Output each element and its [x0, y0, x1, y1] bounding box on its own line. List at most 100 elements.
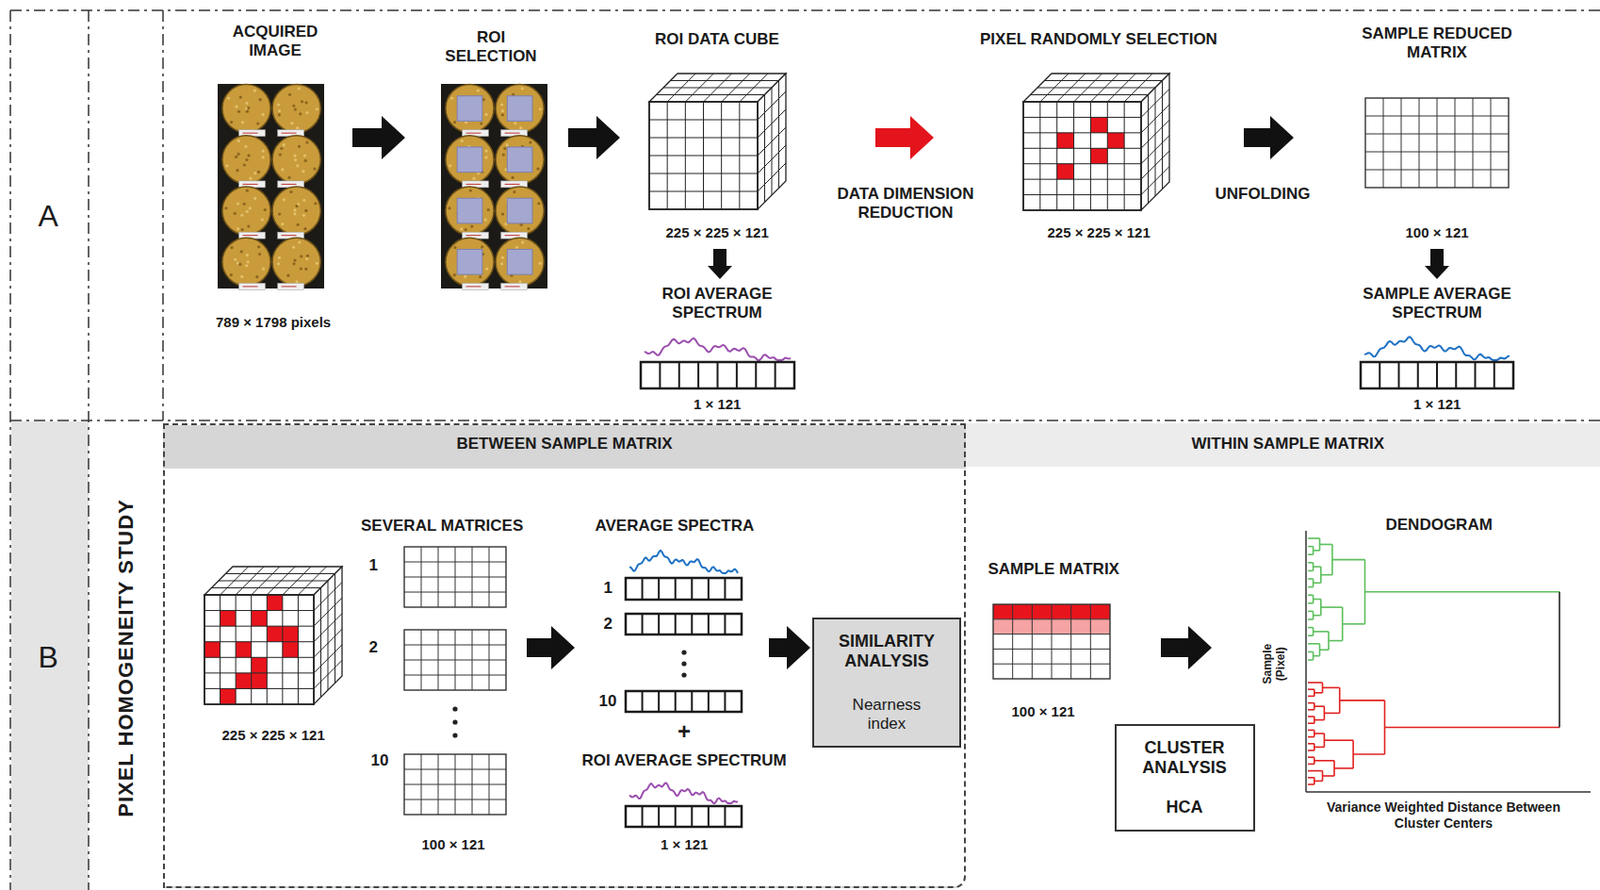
- matrix-grid: [1436, 97, 1438, 188]
- figure-group: SAMPLE MATRIX100 × 121: [979, 555, 1160, 722]
- sample-disc: [222, 135, 271, 184]
- texture-dot: [485, 148, 489, 152]
- frame-line: [9, 10, 12, 890]
- label-mark: [505, 183, 521, 185]
- block-arrow: [352, 115, 406, 160]
- texture-dot: [503, 146, 507, 150]
- texture-dot: [538, 107, 542, 111]
- texture-dot: [528, 140, 532, 144]
- image-size: 789 × 1798 pixels: [215, 313, 331, 331]
- texture-dot: [470, 224, 474, 228]
- texture-dot: [296, 223, 300, 227]
- texture-dot: [297, 86, 301, 90]
- texture-dot: [301, 169, 305, 173]
- sample-disc: [222, 186, 271, 235]
- step-title: SAMPLE REDUCED MATRIX: [1338, 24, 1536, 63]
- label-mark: [505, 132, 521, 134]
- texture-dot: [287, 176, 291, 180]
- matrix-grid: [1472, 97, 1474, 188]
- texture-dot: [288, 93, 292, 97]
- matrix-ground: [1365, 97, 1509, 188]
- sample-disc: [495, 83, 544, 132]
- photo-background: [440, 83, 548, 289]
- panel-letter: A: [38, 198, 59, 235]
- texture-dot: [282, 143, 286, 147]
- vector-cell: [1398, 361, 1401, 389]
- box-title: SIMILARITY ANALYSIS: [825, 631, 948, 671]
- frame-line: [87, 10, 90, 890]
- texture-dot: [279, 146, 283, 150]
- texture-dot: [476, 88, 480, 92]
- step-title: ROI AVERAGE SPECTRUM: [646, 284, 788, 323]
- vector-cell: [1378, 361, 1381, 389]
- cube-grid: [1161, 81, 1163, 190]
- texture-dot: [297, 241, 301, 245]
- texture-dot: [293, 158, 297, 162]
- box-subtitle: HCA: [1166, 797, 1204, 817]
- texture-dot: [513, 121, 517, 125]
- texture-dot: [224, 206, 228, 210]
- texture-dot: [293, 153, 296, 157]
- texture-dot: [312, 166, 316, 170]
- matrix-number: 2: [369, 637, 378, 657]
- texture-dot: [304, 100, 308, 104]
- texture-dot: [295, 126, 299, 130]
- spectrum-vector: [640, 361, 795, 389]
- label-mark: [243, 183, 259, 185]
- texture-dot: [292, 261, 295, 265]
- texture-dot: [519, 126, 523, 130]
- texture-dot: [241, 228, 245, 231]
- selected-pixel: [1057, 132, 1075, 148]
- texture-dot: [263, 208, 267, 212]
- texture-dot: [236, 201, 240, 205]
- cube-outline: [1023, 101, 1142, 211]
- texture-dot: [510, 176, 514, 180]
- vector-cell: [1436, 361, 1438, 389]
- dimension-label: 100 × 121: [422, 835, 486, 853]
- texture-dot: [306, 254, 310, 258]
- spectrum-curve: [1364, 336, 1510, 360]
- texture-dot: [526, 227, 530, 230]
- arrow-label: UNFOLDING: [1215, 184, 1311, 204]
- texture-dot: [255, 275, 259, 278]
- texture-dot: [233, 258, 237, 262]
- dimension-label: 1 × 121: [693, 395, 741, 413]
- texture-dot: [305, 111, 309, 115]
- frame-line: [10, 419, 1600, 422]
- texture-dot: [243, 163, 246, 166]
- cube-grid: [1030, 94, 1149, 96]
- selected-pixel: [1107, 132, 1125, 148]
- texture-dot: [536, 166, 539, 170]
- figure-group: ROI AVERAGE SPECTRUM1 × 121: [570, 746, 797, 863]
- arrow-label: DATA DIMENSION REDUCTION: [820, 184, 991, 223]
- texture-dot: [277, 261, 280, 265]
- sample-disc: [272, 135, 321, 184]
- texture-dot: [512, 190, 516, 194]
- texture-dot: [305, 257, 309, 261]
- sample-disc: [272, 186, 321, 235]
- step-group: SAMPLE AVERAGE SPECTRUM1 × 121: [1338, 280, 1536, 417]
- label-mark: [243, 132, 259, 134]
- texture-dot: [502, 153, 506, 157]
- texture-dot: [447, 206, 451, 210]
- texture-dot: [246, 153, 250, 157]
- step-title: ROI SELECTION: [439, 28, 543, 66]
- process-box: SIMILARITY ANALYSISNearness index: [812, 617, 962, 748]
- texture-dot: [245, 189, 249, 193]
- label-mark: [281, 183, 297, 185]
- texture-dot: [277, 102, 280, 106]
- photo-background: [217, 83, 325, 289]
- cube-grid: [649, 173, 758, 175]
- texture-dot: [453, 273, 457, 277]
- texture-dot: [229, 273, 233, 277]
- texture-dot: [487, 208, 490, 212]
- texture-dot: [480, 244, 484, 248]
- cube-grid: [1023, 179, 1142, 180]
- dimension-label: 225 × 225 × 121: [222, 726, 326, 744]
- texture-dot: [500, 261, 504, 265]
- texture-dot: [500, 102, 504, 106]
- texture-dot: [261, 266, 265, 270]
- texture-dot: [538, 261, 542, 265]
- step-title: ACQUIRED IMAGE: [213, 22, 337, 61]
- sample-disc: [222, 83, 271, 132]
